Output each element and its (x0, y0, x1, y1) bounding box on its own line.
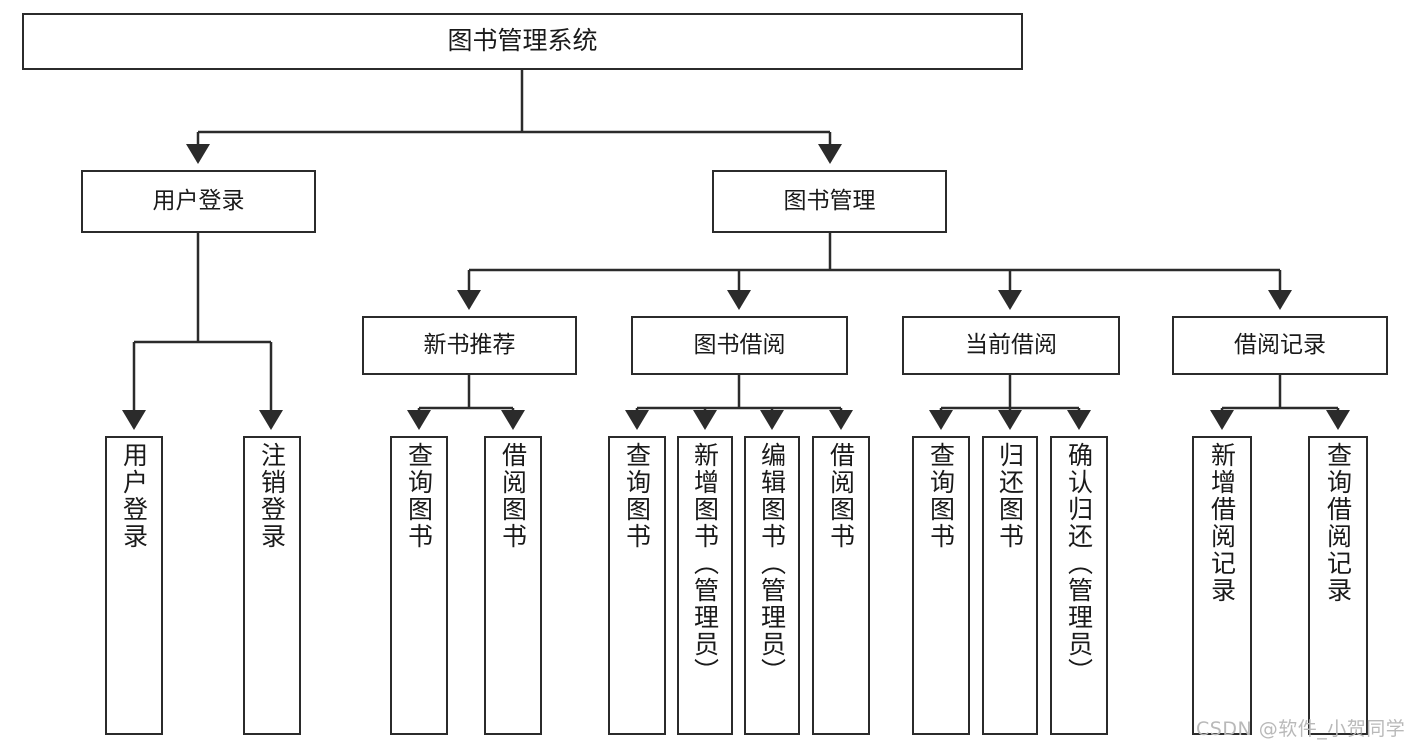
node-label: 借阅图书 (826, 442, 856, 550)
node-label: 借阅图书 (498, 442, 528, 550)
node-book-manage[interactable]: 图书管理 (712, 170, 947, 233)
node-current-borrow[interactable]: 当前借阅 (902, 316, 1120, 375)
node-label: 注销登录 (257, 442, 287, 550)
node-root[interactable]: 图书管理系统 (22, 13, 1023, 70)
node-leaf-edit-book[interactable]: 编辑图书（管理员） (744, 436, 800, 735)
node-label: 编辑图书（管理员） (757, 442, 787, 685)
csdn-watermark: CSDN @软件_小贺同学 (1196, 718, 1405, 740)
node-leaf-confirm-return[interactable]: 确认归还（管理员） (1050, 436, 1108, 735)
node-leaf-query-book-2[interactable]: 查询图书 (608, 436, 666, 735)
node-label: 新增借阅记录 (1207, 442, 1237, 604)
node-label: 查询图书 (404, 442, 434, 550)
node-leaf-borrow-book-1[interactable]: 借阅图书 (484, 436, 542, 735)
node-label: 用户登录 (119, 442, 149, 550)
node-user-login[interactable]: 用户登录 (81, 170, 316, 233)
node-new-book-recommend[interactable]: 新书推荐 (362, 316, 577, 375)
node-label: 查询借阅记录 (1323, 442, 1353, 604)
node-leaf-add-record[interactable]: 新增借阅记录 (1192, 436, 1252, 735)
node-leaf-borrow-book-2[interactable]: 借阅图书 (812, 436, 870, 735)
node-leaf-query-record[interactable]: 查询借阅记录 (1308, 436, 1368, 735)
node-leaf-add-book[interactable]: 新增图书（管理员） (677, 436, 733, 735)
node-label: 新增图书（管理员） (690, 442, 720, 685)
node-leaf-user-login[interactable]: 用户登录 (105, 436, 163, 735)
node-leaf-user-logout[interactable]: 注销登录 (243, 436, 301, 735)
node-leaf-return-book[interactable]: 归还图书 (982, 436, 1038, 735)
node-label: 确认归还（管理员） (1064, 442, 1094, 685)
node-label: 查询图书 (622, 442, 652, 550)
node-label: 查询图书 (926, 442, 956, 550)
node-borrow-record[interactable]: 借阅记录 (1172, 316, 1388, 375)
node-book-borrow[interactable]: 图书借阅 (631, 316, 848, 375)
node-label: 归还图书 (995, 442, 1025, 550)
node-leaf-query-book-1[interactable]: 查询图书 (390, 436, 448, 735)
node-leaf-query-book-3[interactable]: 查询图书 (912, 436, 970, 735)
